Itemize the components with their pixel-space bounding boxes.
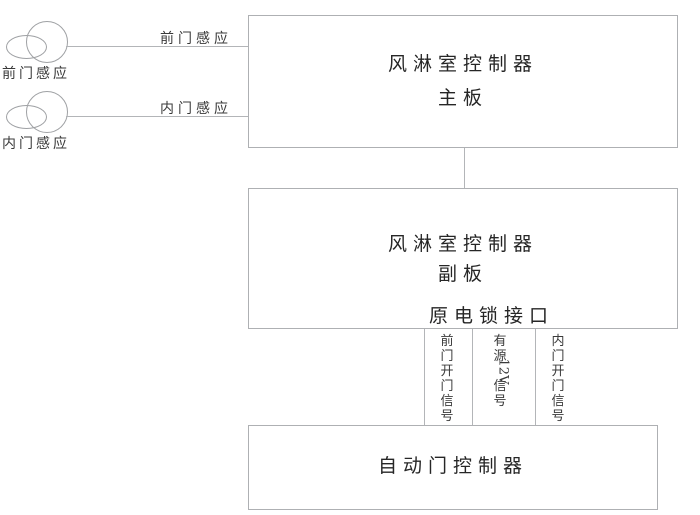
main-board-title-line2: 主板 [437, 87, 488, 109]
signal-label-front-door-open: 前 门 开 门 信 号 [437, 334, 457, 424]
signal-char: 有 [493, 334, 507, 349]
signal-line-inner-door-open [535, 329, 536, 425]
signal-label-inner-door-open: 内 门 开 门 信 号 [548, 334, 568, 424]
sub-board-title-line1: 风淋室控制器 [387, 233, 538, 255]
signal-char: 门 [440, 379, 454, 394]
motion-sensor-icon-inner-door [4, 90, 68, 142]
signal-char: 号 [493, 394, 507, 409]
signal-char: 开 [551, 364, 565, 379]
signal-char: 门 [551, 349, 565, 364]
signal-line-front-door-open [424, 329, 425, 425]
signal-char: 号 [440, 409, 454, 424]
signal-label-powered-12v: 有 源 12V 信 号 [490, 334, 510, 409]
signal-char: 前 [440, 334, 454, 349]
signal-char: 信 [493, 379, 507, 394]
signal-char: 号 [551, 409, 565, 424]
signal-char: 信 [551, 394, 565, 409]
signal-char: 内 [551, 334, 565, 349]
wire-label-front-door: 前门感应 [160, 31, 232, 47]
signal-line-powered-12v [472, 329, 473, 425]
sensor-inner-ellipse [6, 105, 47, 129]
motion-sensor-icon-front-door [4, 20, 68, 72]
sensor-caption-inner-door: 内门感应 [2, 136, 70, 152]
signal-char-12v: 12V [495, 358, 511, 385]
signal-char: 信 [440, 394, 454, 409]
signal-char: 源 [493, 349, 507, 364]
signal-char: 开 [440, 364, 454, 379]
main-board-title-line1: 风淋室控制器 [387, 53, 538, 75]
wire-inner-door-sensor [66, 116, 248, 117]
box-automatic-door-controller: 自动门控制器 [248, 425, 658, 510]
sensor-inner-ellipse [6, 35, 47, 59]
sub-board-title-line2: 副板 [437, 263, 488, 285]
sub-board-lock-interface-label: 原电锁接口 [429, 305, 555, 327]
box-air-shower-controller-sub-board: 风淋室控制器 副板 原电锁接口 [248, 188, 678, 329]
signal-char: 门 [440, 349, 454, 364]
sensor-caption-front-door: 前门感应 [2, 66, 70, 82]
door-controller-title: 自动门控制器 [377, 455, 528, 477]
wire-front-door-sensor [66, 46, 248, 47]
connector-main-to-sub-board [464, 148, 465, 188]
wire-label-inner-door: 内门感应 [160, 101, 232, 117]
box-air-shower-controller-main-board: 风淋室控制器 主板 [248, 15, 678, 148]
signal-char: 门 [551, 379, 565, 394]
